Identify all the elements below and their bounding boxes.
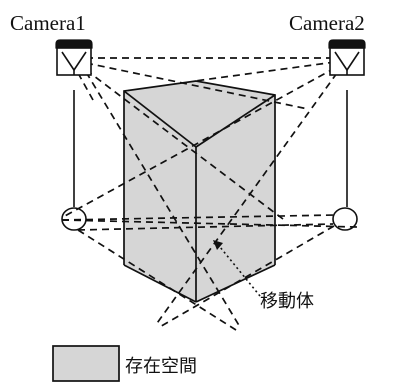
moving-object-pointer	[213, 240, 261, 297]
prism-top-outline	[123, 80, 276, 265]
camera1-stand	[61, 90, 87, 231]
camera2-ray-diagonal	[62, 67, 336, 218]
moving-object-label: 移動体	[260, 291, 314, 312]
legend-label: 存在空間	[125, 356, 197, 377]
prism-fill	[124, 81, 275, 302]
camera2-foot	[332, 207, 358, 231]
camera2-ray-bottom	[154, 72, 338, 327]
camera1-ray-upper	[85, 62, 309, 110]
prism-bottom-left	[123, 264, 197, 303]
floor-rays	[61, 214, 358, 331]
floor-ray-3	[77, 223, 334, 231]
pointer-dotted-line	[219, 246, 261, 297]
legend-swatch	[52, 345, 120, 382]
camera1-ray-short	[77, 72, 94, 101]
prism-front-edge-right	[195, 94, 276, 148]
camera1-label: Camera1	[10, 11, 86, 35]
camera2-ray-upper	[194, 61, 336, 82]
camera1-ray-bottom	[85, 71, 241, 328]
arrow-icon	[213, 240, 223, 250]
camera2-label: Camera2	[289, 11, 365, 35]
floor-ray-5	[157, 225, 335, 329]
camera2-view-rays	[62, 61, 338, 327]
camera1-icon	[55, 39, 93, 76]
camera2-icon	[328, 39, 366, 76]
camera2-stand	[332, 90, 358, 231]
legend: 存在空間	[52, 345, 197, 382]
floor-ray-1	[61, 214, 336, 221]
floor-ray-2	[61, 219, 358, 228]
existence-space-prism	[123, 80, 276, 303]
prism-front-edge-left	[123, 90, 197, 148]
